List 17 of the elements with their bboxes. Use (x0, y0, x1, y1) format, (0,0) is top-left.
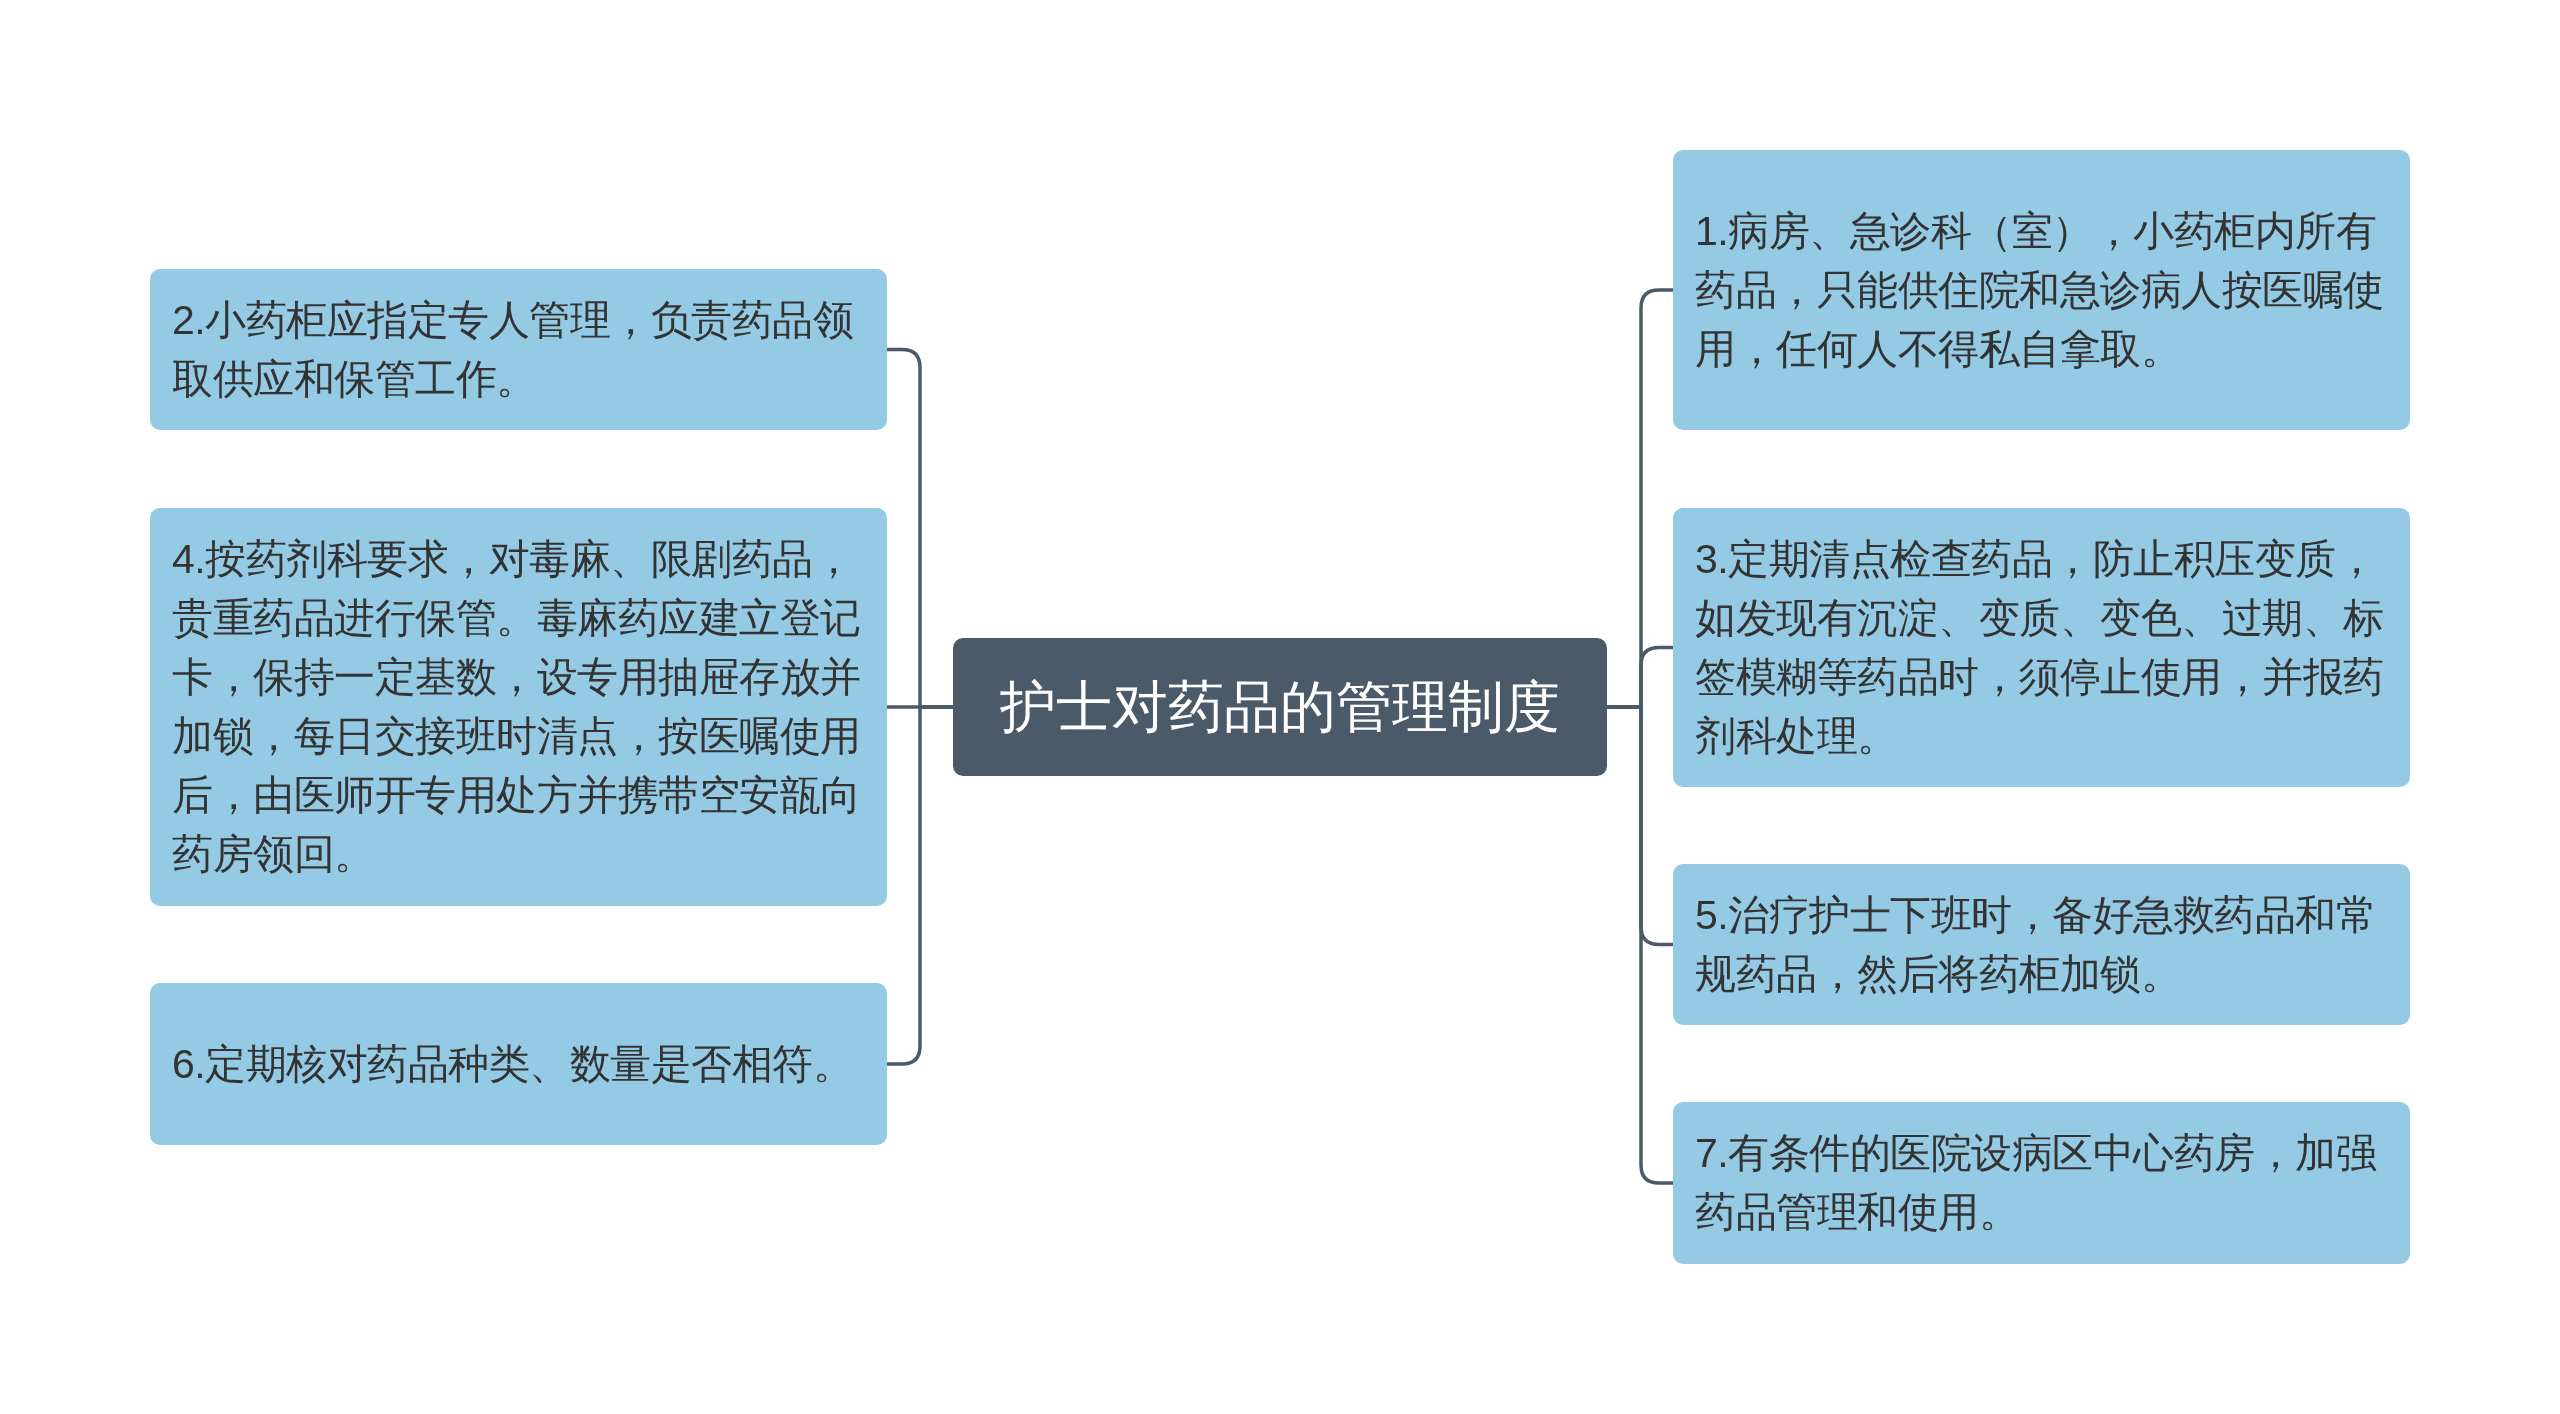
subtopic-box (150, 508, 887, 906)
subtopic-text: 5.治疗护士下班时，备好急救药品和常规药品，然后将药柜加锁。 (1695, 890, 2378, 999)
subtopic-text: 6.定期核对药品种类、数量是否相符。 (172, 1039, 855, 1089)
subtopic-text: 4.按药剂科要求，对毒麻、限剧药品，贵重药品进行保管。毒麻药应建立登记卡，保持一定基数，设专用抽屉存放并加锁，每日交接班时清点，按医嘱使用后，由医师开专用处方并携带空安瓿向药房领回。 (172, 535, 862, 879)
topic-box (953, 638, 1607, 776)
subtopic-text: 1.病房、急诊科（室），小药柜内所有药品，只能供住院和急诊病人按医嘱使用，任何人不得私自拿取。 (1695, 206, 2385, 374)
subtopic-box (1673, 1102, 2410, 1264)
subtopic-box (150, 269, 887, 430)
subtopic-box (1673, 150, 2410, 430)
subtopic-box (1673, 508, 2410, 787)
subtopic-text: 3.定期清点检查药品，防止积压变质，如发现有沉淀、变质、变色、过期、标签模糊等药品时，须停止使用，并报药剂科处理。 (1695, 534, 2385, 761)
subtopic-box (150, 983, 887, 1145)
subtopic-text: 7.有条件的医院设病区中心药房，加强药品管理和使用。 (1695, 1129, 2378, 1237)
subtopic-text: 2.小药柜应指定专人管理，负责药品领取供应和保管工作。 (172, 295, 855, 404)
subtopic-box (1673, 864, 2410, 1025)
topic-text: 护士对药品的管理制度 (1000, 674, 1560, 740)
connector-line (885, 705, 955, 1066)
